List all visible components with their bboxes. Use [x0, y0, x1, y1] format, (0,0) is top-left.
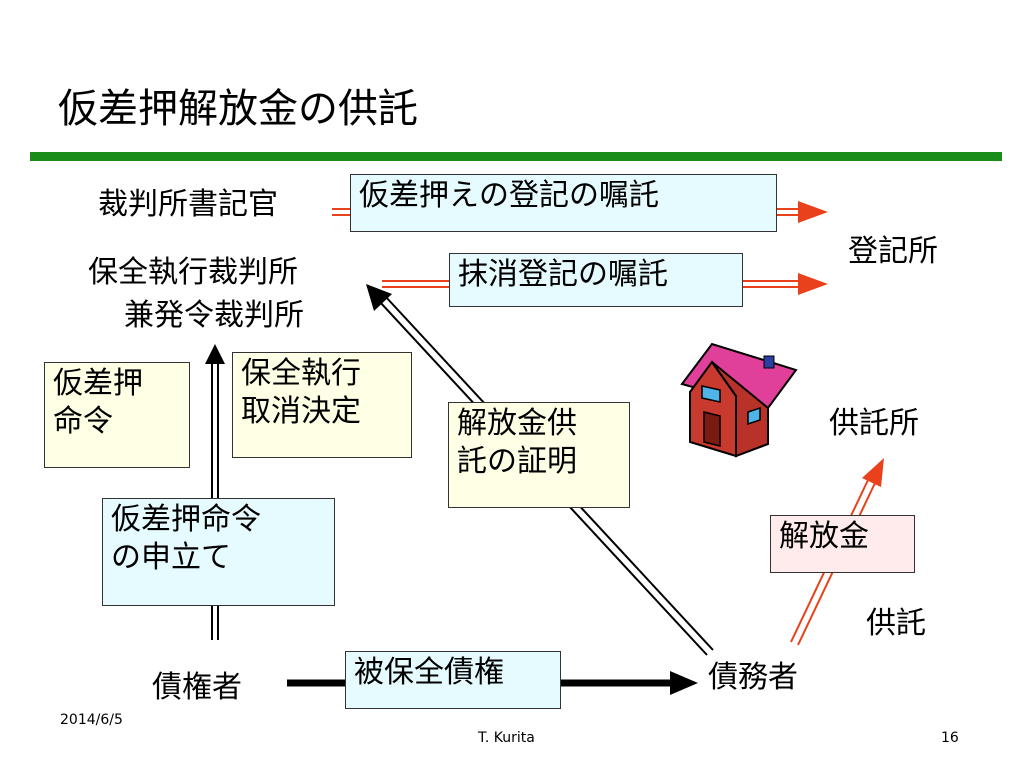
- title-divider: [30, 152, 1002, 161]
- court-label-line2: 兼発令裁判所: [124, 298, 304, 333]
- secured-claim-text: 被保全債権: [354, 655, 504, 690]
- secured-claim-box: 被保全債権: [345, 651, 561, 709]
- cancel-decision-line1: 保全執行: [241, 356, 361, 391]
- slide-author: T. Kurita: [478, 730, 535, 746]
- cancellation-request-box: 抹消登記の嘱託: [449, 253, 743, 307]
- page-title: 仮差押解放金の供託: [58, 86, 418, 132]
- deposit-proof-line1: 解放金供: [457, 406, 577, 441]
- petition-line2: の申立て: [111, 539, 231, 575]
- cancel-decision-box: 保全執行 取消決定: [232, 352, 412, 458]
- court-clerk-label: 裁判所書記官: [98, 187, 278, 222]
- slide-page-number: 16: [941, 730, 959, 746]
- house-icon: [680, 342, 798, 458]
- cancellation-request-text: 抹消登記の嘱託: [458, 257, 668, 292]
- slide-date: 2014/6/5: [60, 712, 123, 728]
- provisional-order-box: 仮差押 命令: [44, 362, 190, 468]
- registration-request-box: 仮差押えの登記の嘱託: [350, 174, 777, 232]
- provisional-order-line1: 仮差押: [53, 366, 143, 401]
- release-money-box: 解放金: [770, 515, 915, 573]
- petition-line1: 仮差押命令: [111, 502, 261, 537]
- deposit-office-label: 供託所: [829, 406, 919, 441]
- registry-label: 登記所: [848, 234, 938, 269]
- cancel-decision-line2: 取消決定: [241, 393, 361, 429]
- court-label-line1: 保全執行裁判所: [88, 255, 298, 290]
- provisional-order-line2: 命令: [53, 403, 113, 439]
- deposit-proof-box: 解放金供 託の証明: [448, 402, 630, 508]
- deposit-proof-line2: 託の証明: [457, 443, 577, 479]
- debtor-label: 債務者: [708, 660, 798, 695]
- registration-request-text: 仮差押えの登記の嘱託: [359, 178, 659, 213]
- petition-box: 仮差押命令 の申立て: [102, 498, 335, 606]
- creditor-label: 債権者: [152, 670, 242, 705]
- release-money-text: 解放金: [779, 519, 869, 554]
- deposit-label: 供託: [866, 606, 926, 641]
